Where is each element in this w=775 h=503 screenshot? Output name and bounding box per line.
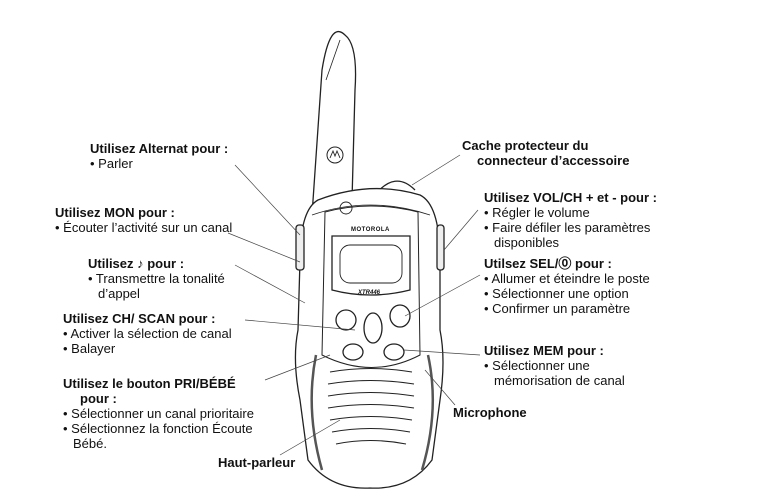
label-mem: Utilisez MEM pour : • Sélectionner une m…	[484, 343, 625, 388]
label-title: Utilisez CH/ SCAN pour :	[63, 311, 216, 326]
label-title: Utilisez MON pour :	[55, 205, 175, 220]
label-item: • Allumer et éteindre le poste	[484, 271, 650, 286]
antenna	[311, 30, 357, 216]
label-title: Microphone	[453, 405, 527, 420]
label-item: • Sélectionner une option	[484, 286, 629, 301]
speaker-grille	[327, 368, 415, 445]
label-item: • Faire défiler les paramètres	[484, 220, 651, 235]
label-item: • Écouter l’activité sur un canal	[55, 220, 233, 235]
label-ch-scan: Utilisez CH/ SCAN pour : • Activer la sé…	[63, 311, 232, 356]
label-accessory-cover: Cache protecteur du connecteur d’accesso…	[462, 138, 629, 168]
label-title: pour :	[80, 391, 117, 406]
label-item: • Régler le volume	[484, 205, 590, 220]
sel-button	[389, 304, 411, 328]
label-item: d’appel	[98, 286, 140, 301]
label-title: Utilisez Alternat pour :	[90, 141, 229, 156]
label-item: • Sélectionnez la fonction Écoute	[63, 421, 253, 436]
label-alternat: Utilisez Alternat pour : • Parler	[90, 141, 228, 171]
brand-logo-text: MOTOROLA	[351, 227, 390, 233]
label-sel: Utilsez SEL/⓪ pour : • Allumer et éteind…	[484, 256, 650, 316]
label-item: • Confirmer un paramètre	[484, 301, 631, 316]
label-title: Utilisez ♪ pour :	[88, 256, 185, 271]
call-button	[335, 309, 357, 331]
mem-button	[383, 343, 405, 361]
label-item: • Balayer	[63, 341, 116, 356]
label-title: Utilsez SEL/⓪ pour :	[484, 256, 612, 271]
label-item: • Parler	[90, 156, 133, 171]
label-item: • Sélectionner un canal prioritaire	[63, 406, 254, 421]
label-title: Haut-parleur	[218, 455, 296, 470]
ch-scan-button	[363, 312, 383, 344]
label-title: Utilisez le bouton PRI/BÉBÉ	[63, 376, 236, 391]
label-title: Utilisez MEM pour :	[484, 343, 604, 358]
label-item: disponibles	[494, 235, 560, 250]
label-speaker: Haut-parleur	[218, 455, 295, 470]
pri-button	[342, 343, 364, 361]
label-pri: Utilisez le bouton PRI/BÉBÉ pour : • Sél…	[63, 376, 254, 451]
label-title: connecteur d’accessoire	[477, 153, 630, 168]
leader-lines	[227, 154, 481, 456]
label-item: • Activer la sélection de canal	[63, 326, 232, 341]
label-item: Bébé.	[73, 436, 107, 451]
model-label: XTR446	[358, 290, 381, 296]
label-mon: Utilisez MON pour : • Écouter l’activité…	[55, 205, 232, 235]
label-item: • Sélectionner une	[484, 358, 590, 373]
label-call: Utilisez ♪ pour : • Transmettre la tonal…	[88, 256, 225, 301]
label-item: • Transmettre la tonalité	[88, 271, 225, 286]
display-screen	[331, 235, 411, 296]
radio-body	[294, 187, 444, 489]
label-title: Cache protecteur du	[462, 138, 589, 153]
label-microphone: Microphone	[453, 405, 527, 420]
label-vol: Utilisez VOL/CH + et - pour : • Régler l…	[484, 190, 657, 250]
label-item: mémorisation de canal	[494, 373, 625, 388]
label-title: Utilisez VOL/CH + et - pour :	[484, 190, 657, 205]
